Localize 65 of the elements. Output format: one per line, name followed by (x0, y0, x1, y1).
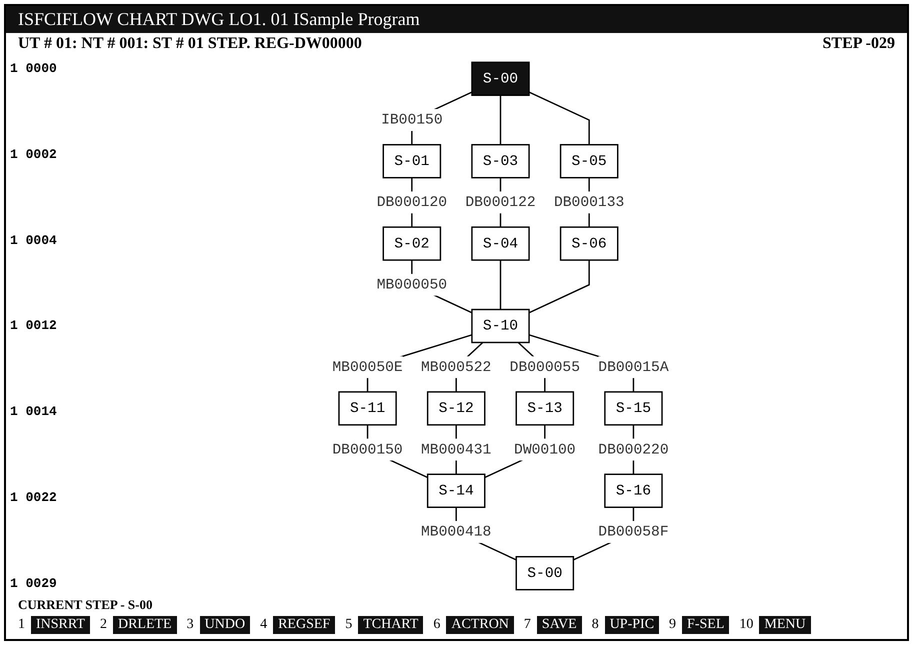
function-key-number: 3 (186, 617, 194, 633)
row-number: 1 0029 (10, 576, 58, 591)
node-box: S-14 (426, 474, 486, 508)
function-key: SAVE (536, 616, 582, 634)
edge-label: DB000150 (332, 441, 403, 458)
function-key-number: 8 (592, 617, 599, 633)
node-box: S-11 (338, 391, 397, 426)
edge-label: MB000050 (376, 276, 448, 294)
function-key-number: 5 (345, 617, 352, 633)
status-line: UT # 01: NT # 001: ST # 01 STEP. REG-DW00000 (18, 35, 362, 53)
function-key: TCHART (358, 616, 424, 634)
edge-label: IB00150 (381, 112, 443, 128)
connector (500, 95, 502, 145)
node-box: S-01 (382, 144, 442, 178)
connector (500, 260, 502, 310)
function-key: DRLETE (112, 616, 177, 634)
function-key-number: 2 (100, 617, 107, 633)
row-number: 1 0004 (10, 232, 58, 248)
node-box: S-00 (471, 62, 530, 96)
edge-label: DB000055 (510, 358, 580, 376)
connector (528, 260, 590, 314)
function-key-number: 4 (260, 617, 268, 633)
edge-label: DB000120 (376, 194, 448, 211)
node-box: S-03 (471, 144, 530, 178)
current-step-text: CURRENT STEP - S-00 (18, 597, 152, 612)
function-key: F-SEL (682, 616, 730, 634)
function-key: UNDO (200, 616, 250, 634)
function-key-number: 9 (669, 617, 676, 633)
node-box: S-02 (382, 226, 442, 261)
edge-label: DB000133 (554, 194, 624, 211)
step-count: STEP -029 (822, 35, 895, 53)
edge-label: DB000122 (465, 194, 536, 211)
edge-label: MB000431 (421, 441, 492, 458)
node-box: S-06 (560, 226, 618, 261)
node-box: S-05 (560, 144, 618, 178)
node-box: S-00 (516, 556, 574, 590)
edge-label: DB00058F (598, 524, 669, 540)
node-box: S-15 (604, 391, 663, 426)
function-key: ACTRON (446, 616, 514, 634)
title-text: ISFCIFLOW CHART DWG LO1. 01 ISample Program (18, 9, 420, 30)
node-box: S-04 (471, 226, 530, 261)
function-key: INSRRT (31, 616, 90, 634)
row-number: 1 0022 (10, 490, 58, 506)
function-key-number: 7 (524, 617, 531, 633)
edge-label: MB000522 (421, 358, 492, 376)
function-key-number: 1 (18, 617, 25, 633)
node-box: S-12 (426, 391, 486, 426)
node-box: S-16 (604, 474, 663, 508)
node-box: S-10 (471, 308, 530, 344)
row-number: 1 0000 (10, 61, 58, 76)
function-key: MENU (759, 616, 811, 634)
function-key: REGSEF (273, 616, 336, 634)
edge-label: DW00100 (514, 441, 576, 458)
edge-label: DB00015A (598, 358, 669, 376)
edge-label: MB00050E (332, 358, 403, 376)
row-number: 1 0012 (10, 318, 58, 334)
function-key-number: 6 (433, 617, 440, 633)
edge-label: MB000418 (421, 524, 492, 540)
edge-label: DB000220 (598, 441, 669, 458)
function-key: UP-PIC (604, 616, 660, 634)
row-number: 1 0014 (10, 404, 58, 420)
function-key-number: 10 (739, 617, 754, 633)
connector (528, 91, 590, 145)
node-box: S-13 (516, 391, 574, 426)
row-number: 1 0002 (10, 146, 58, 162)
